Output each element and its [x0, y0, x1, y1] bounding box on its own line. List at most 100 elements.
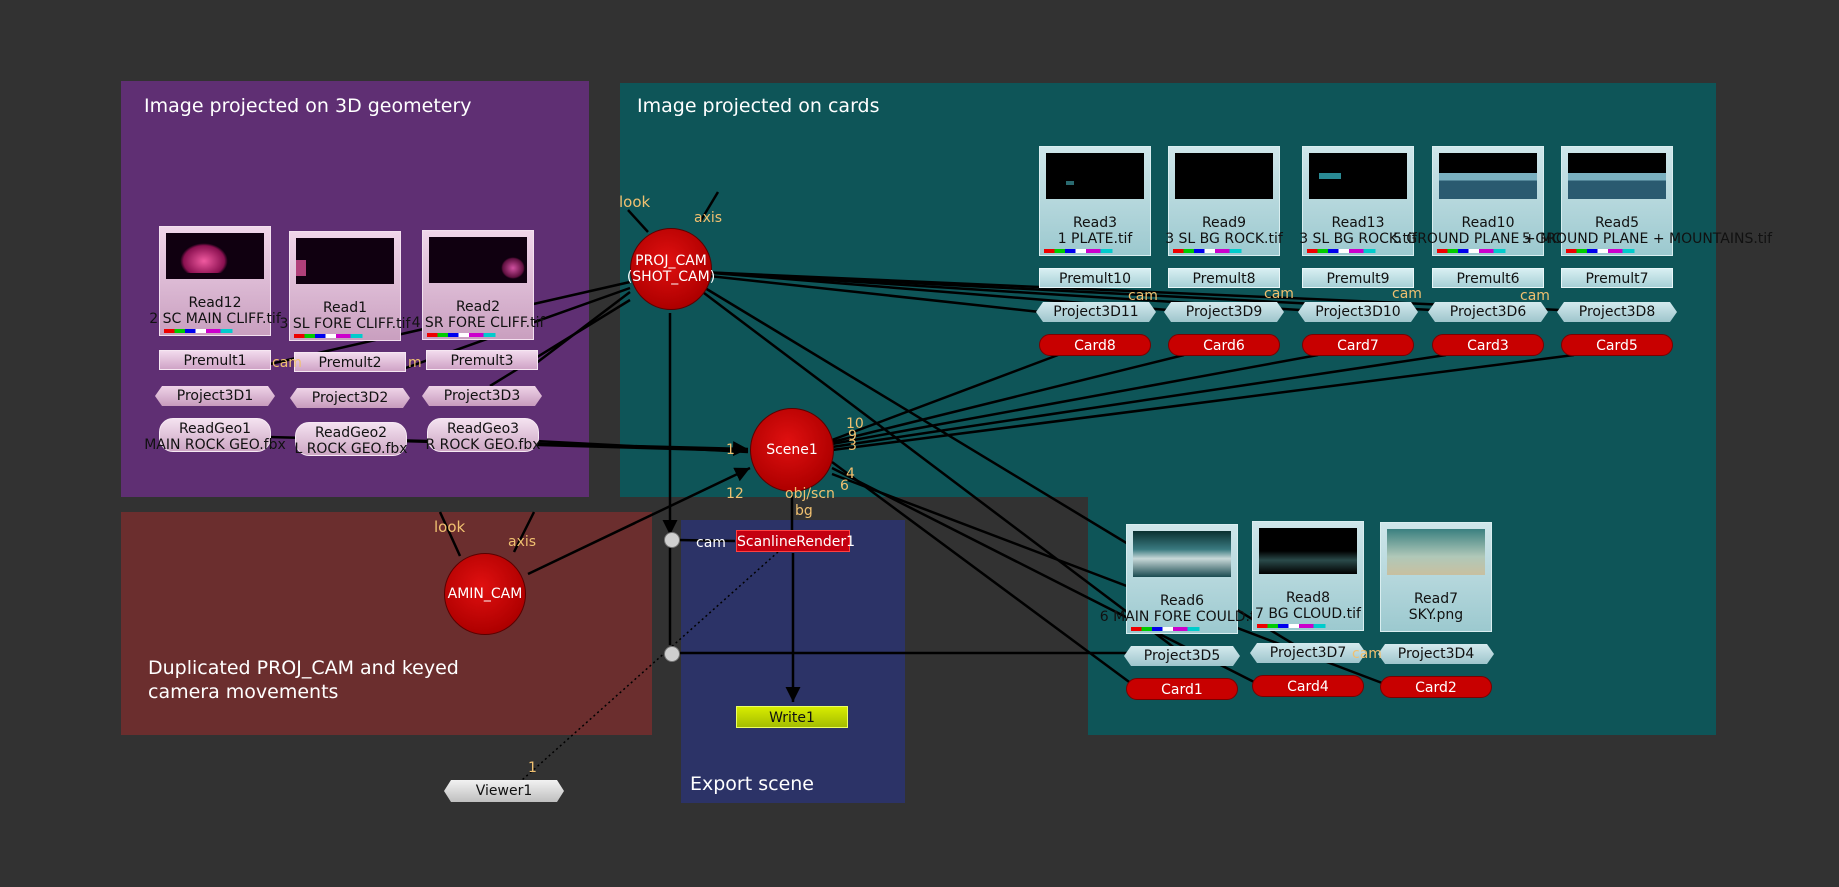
project3d4[interactable]: Project3D4 — [1378, 644, 1494, 664]
proj-cam-node[interactable]: PROJ_CAM (SHOT_CAM) — [627, 228, 715, 310]
backdrop-amin-label: Duplicated PROJ_CAM and keyed camera mov… — [148, 657, 459, 703]
amin-cam-node[interactable]: AMIN_CAM — [444, 553, 526, 635]
read3-file: 1 PLATE.tif — [1057, 231, 1133, 247]
pipe-label-3: 3 — [848, 438, 857, 454]
read12-name: Read12 — [188, 295, 242, 311]
read-node-read12[interactable]: Read12 2 SC MAIN CLIFF.tif — [149, 226, 281, 336]
amin-cam-label: AMIN_CAM — [447, 586, 523, 602]
readgeo3-file: R ROCK GEO.fbx — [425, 437, 541, 453]
read8-file: 7 BG CLOUD.tif — [1255, 606, 1361, 622]
project3d5[interactable]: Project3D5 — [1124, 646, 1240, 666]
card4[interactable]: Card4 — [1252, 675, 1364, 697]
readgeo2-name: ReadGeo2 — [314, 425, 388, 441]
read7-thumbnail — [1387, 529, 1485, 575]
read5-name: Read5 — [1594, 215, 1640, 231]
pipe-label-10: 10 — [846, 416, 864, 432]
premult1[interactable]: Premult1 — [159, 350, 271, 370]
pipe-label-cam-read9: cam — [1128, 288, 1158, 304]
read3-thumbnail — [1046, 153, 1144, 199]
dot-node-top[interactable] — [664, 532, 680, 548]
pipe-label-12: 12 — [726, 486, 744, 502]
pipe-label-cam-read10: cam — [1392, 286, 1422, 302]
backdrop-geometry-label: Image projected on 3D geometery — [144, 95, 472, 117]
read-node-read3[interactable]: Read3 1 PLATE.tif — [1039, 146, 1151, 256]
read13-name: Read13 — [1331, 215, 1385, 231]
pipe-label-bg: bg — [795, 503, 813, 519]
viewer-node[interactable]: Viewer1 — [444, 780, 564, 802]
channel-indicator — [427, 333, 515, 337]
card1[interactable]: Card1 — [1126, 678, 1238, 700]
channel-indicator — [1257, 624, 1345, 628]
project3d3[interactable]: Project3D3 — [422, 386, 542, 406]
read-node-read13[interactable]: Read13 3 SL BG ROCK.tif — [1299, 146, 1417, 256]
read10-name: Read10 — [1461, 215, 1515, 231]
read9-name: Read9 — [1201, 215, 1247, 231]
project3d1[interactable]: Project3D1 — [155, 386, 275, 406]
channel-indicator — [1131, 627, 1219, 631]
read-node-read2[interactable]: Read2 4 SR FORE CLIFF.tif — [412, 230, 544, 340]
card3[interactable]: Card3 — [1432, 334, 1544, 356]
pipe-label-cam-sky: cam — [1352, 646, 1382, 662]
pipe-label-6: 6 — [840, 478, 849, 494]
readgeo3[interactable]: ReadGeo3 R ROCK GEO.fbx — [425, 418, 541, 453]
read-node-read9[interactable]: Read9 3 SL BG ROCK.tif — [1165, 146, 1283, 256]
channel-indicator — [1437, 249, 1525, 253]
read1-name: Read1 — [322, 300, 368, 316]
readgeo1-file: MAIN ROCK GEO.fbx — [144, 437, 286, 453]
premult9[interactable]: Premult9 — [1302, 268, 1414, 288]
pipe-label-1: 1 — [726, 442, 735, 458]
card8[interactable]: Card8 — [1039, 334, 1151, 356]
project3d9[interactable]: Project3D9 — [1164, 302, 1284, 322]
readgeo1[interactable]: ReadGeo1 MAIN ROCK GEO.fbx — [144, 418, 286, 453]
read6-thumbnail — [1133, 531, 1231, 577]
read-node-read8[interactable]: Read8 7 BG CLOUD.tif — [1252, 521, 1364, 631]
proj-cam-label: PROJ_CAM — [635, 253, 707, 269]
read1-thumbnail — [296, 238, 394, 284]
backdrop-export[interactable] — [681, 520, 905, 803]
pipe-label-cam-scanline: cam — [696, 535, 726, 551]
read-node-read7[interactable]: Read7 SKY.png — [1380, 522, 1492, 632]
readgeo2[interactable]: ReadGeo2 L ROCK GEO.fbx — [294, 422, 408, 457]
project3d2[interactable]: Project3D2 — [290, 388, 410, 408]
read1-file: 3 SL FORE CLIFF.tif — [279, 316, 411, 332]
project3d10[interactable]: Project3D10 — [1298, 302, 1418, 322]
readgeo2-file: L ROCK GEO.fbx — [294, 441, 408, 457]
project3d11[interactable]: Project3D11 — [1036, 302, 1156, 322]
dot-node-bottom[interactable] — [664, 646, 680, 662]
pipe-label-axis-amin: axis — [508, 534, 537, 550]
read9-file: 3 SL BG ROCK.tif — [1165, 231, 1283, 247]
card6[interactable]: Card6 — [1168, 334, 1280, 356]
read6-file: 6 MAIN FORE COULD.tif — [1099, 609, 1265, 625]
read5-thumbnail — [1568, 153, 1666, 199]
read-node-read1[interactable]: Read1 3 SL FORE CLIFF.tif — [280, 231, 410, 341]
read-node-read5[interactable]: Read5 5 GROUND PLANE + MOUNTAINS.tif — [1522, 146, 1772, 256]
premult10[interactable]: Premult10 — [1039, 268, 1151, 288]
card7[interactable]: Card7 — [1302, 334, 1414, 356]
premult3[interactable]: Premult3 — [426, 350, 538, 370]
premult7[interactable]: Premult7 — [1561, 268, 1673, 288]
project3d6[interactable]: Project3D6 — [1428, 302, 1548, 322]
card2[interactable]: Card2 — [1380, 676, 1492, 698]
pipe-label-obj-scn: obj/scn — [785, 486, 835, 502]
pipe-label-9: 9 — [848, 428, 857, 444]
scene1-node[interactable]: Scene1 — [750, 408, 834, 492]
read10-thumbnail — [1439, 153, 1537, 199]
scanline-render-node[interactable]: ScanlineRender1 — [736, 530, 855, 552]
premult6[interactable]: Premult6 — [1432, 268, 1544, 288]
project3d8[interactable]: Project3D8 — [1557, 302, 1677, 322]
read13-thumbnail — [1309, 153, 1407, 199]
project3d7[interactable]: Project3D7 — [1250, 643, 1366, 663]
pipe-label-cam-read13: cam — [1264, 286, 1294, 302]
card5[interactable]: Card5 — [1561, 334, 1673, 356]
premult2[interactable]: Premult2 — [294, 352, 406, 372]
premult8[interactable]: Premult8 — [1168, 268, 1280, 288]
read12-thumbnail — [166, 233, 264, 279]
pipe-label-look: look — [619, 193, 651, 211]
read8-name: Read8 — [1285, 590, 1331, 606]
scene1-label: Scene1 — [766, 442, 818, 458]
read-node-read6[interactable]: Read6 6 MAIN FORE COULD.tif — [1100, 524, 1264, 634]
read6-name: Read6 — [1159, 593, 1205, 609]
write-node[interactable]: Write1 — [736, 706, 848, 728]
read8-thumbnail — [1259, 528, 1357, 574]
